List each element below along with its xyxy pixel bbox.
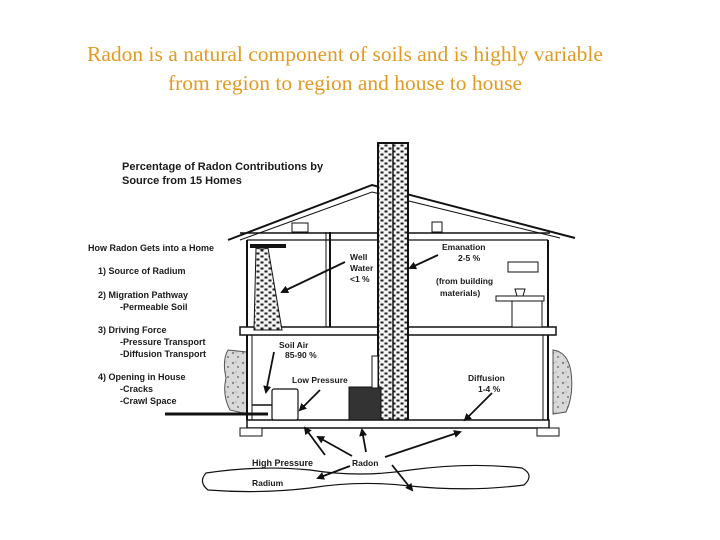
- roof: [227, 183, 576, 241]
- attic-vent-2: [431, 221, 443, 233]
- high-pressure-label: High Pressure: [252, 458, 313, 468]
- step-1: 1) Source of Radium: [98, 266, 186, 276]
- radon-label: Radon: [352, 458, 378, 468]
- slide-title-line-2: from region to region and house to house: [167, 71, 523, 95]
- curtain: [253, 247, 283, 331]
- well-water-label-2: Water: [350, 263, 374, 273]
- well-water-percent: <1 %: [350, 274, 370, 284]
- step-4-detail-1: -Cracks: [120, 384, 153, 394]
- right-foundation-stone: [552, 349, 573, 415]
- soil-air-label: Soil Air: [279, 340, 309, 350]
- building-materials-line-1: (from building: [436, 276, 493, 286]
- step-2-detail: -Permeable Soil: [120, 302, 188, 312]
- step-2: 2) Migration Pathway: [98, 290, 188, 300]
- arrow-radon-up-right: [384, 430, 462, 458]
- arrow-soil-air: [263, 351, 275, 394]
- low-pressure-label: Low Pressure: [292, 375, 348, 385]
- kettle: [514, 288, 526, 297]
- range-hood: [507, 261, 539, 273]
- emanation-label: Emanation: [442, 242, 485, 252]
- curtain-rod: [250, 244, 286, 248]
- step-4-detail-2: -Crawl Space: [120, 396, 177, 406]
- furnace-duct: [371, 355, 379, 389]
- arrow-well-water: [280, 261, 346, 294]
- roof-inner: [239, 191, 561, 241]
- basement-slab: [246, 419, 550, 429]
- arrow-emanation: [408, 254, 439, 270]
- diffusion-label: Diffusion: [468, 373, 505, 383]
- radium-label: Radium: [252, 478, 284, 488]
- emanation-percent: 2-5 %: [458, 253, 481, 263]
- step-4: 4) Opening in House: [98, 372, 186, 382]
- step-3-detail-2: -Diffusion Transport: [120, 349, 206, 359]
- arrow-low-pressure: [298, 389, 321, 412]
- well-water-label-1: Well: [350, 252, 367, 262]
- slide-title: Radon is a natural component of soils an…: [20, 40, 670, 98]
- diagram-heading-line-1: Percentage of Radon Contributions by: [122, 161, 324, 173]
- step-3: 3) Driving Force: [98, 325, 167, 335]
- kitchen-cabinet: [511, 300, 543, 328]
- water-tank: [271, 388, 299, 421]
- arrow-radon-down-right: [391, 464, 414, 492]
- diffusion-percent: 1-4 %: [478, 384, 501, 394]
- footing-left: [239, 427, 263, 437]
- building-materials-line-2: materials): [440, 288, 480, 298]
- slide-title-line-1: Radon is a natural component of soils an…: [87, 42, 603, 66]
- arrow-diffusion: [463, 392, 493, 422]
- arrow-radon-down-left: [316, 465, 351, 480]
- arrow-center-up: [359, 428, 368, 453]
- how-radon-title: How Radon Gets into a Home: [88, 243, 214, 253]
- step-3-detail-1: -Pressure Transport: [120, 337, 206, 347]
- arrow-radon-up-left: [316, 436, 353, 457]
- footing-right: [536, 427, 560, 437]
- soil-air-percent: 85-90 %: [285, 350, 317, 360]
- diagram-heading-line-2: Source from 15 Homes: [122, 175, 242, 187]
- furnace: [348, 386, 382, 421]
- arrow-high-pressure-up: [303, 426, 326, 456]
- attic-vent: [291, 222, 309, 233]
- kitchen-counter: [495, 295, 545, 302]
- left-foundation-stone: [223, 349, 248, 415]
